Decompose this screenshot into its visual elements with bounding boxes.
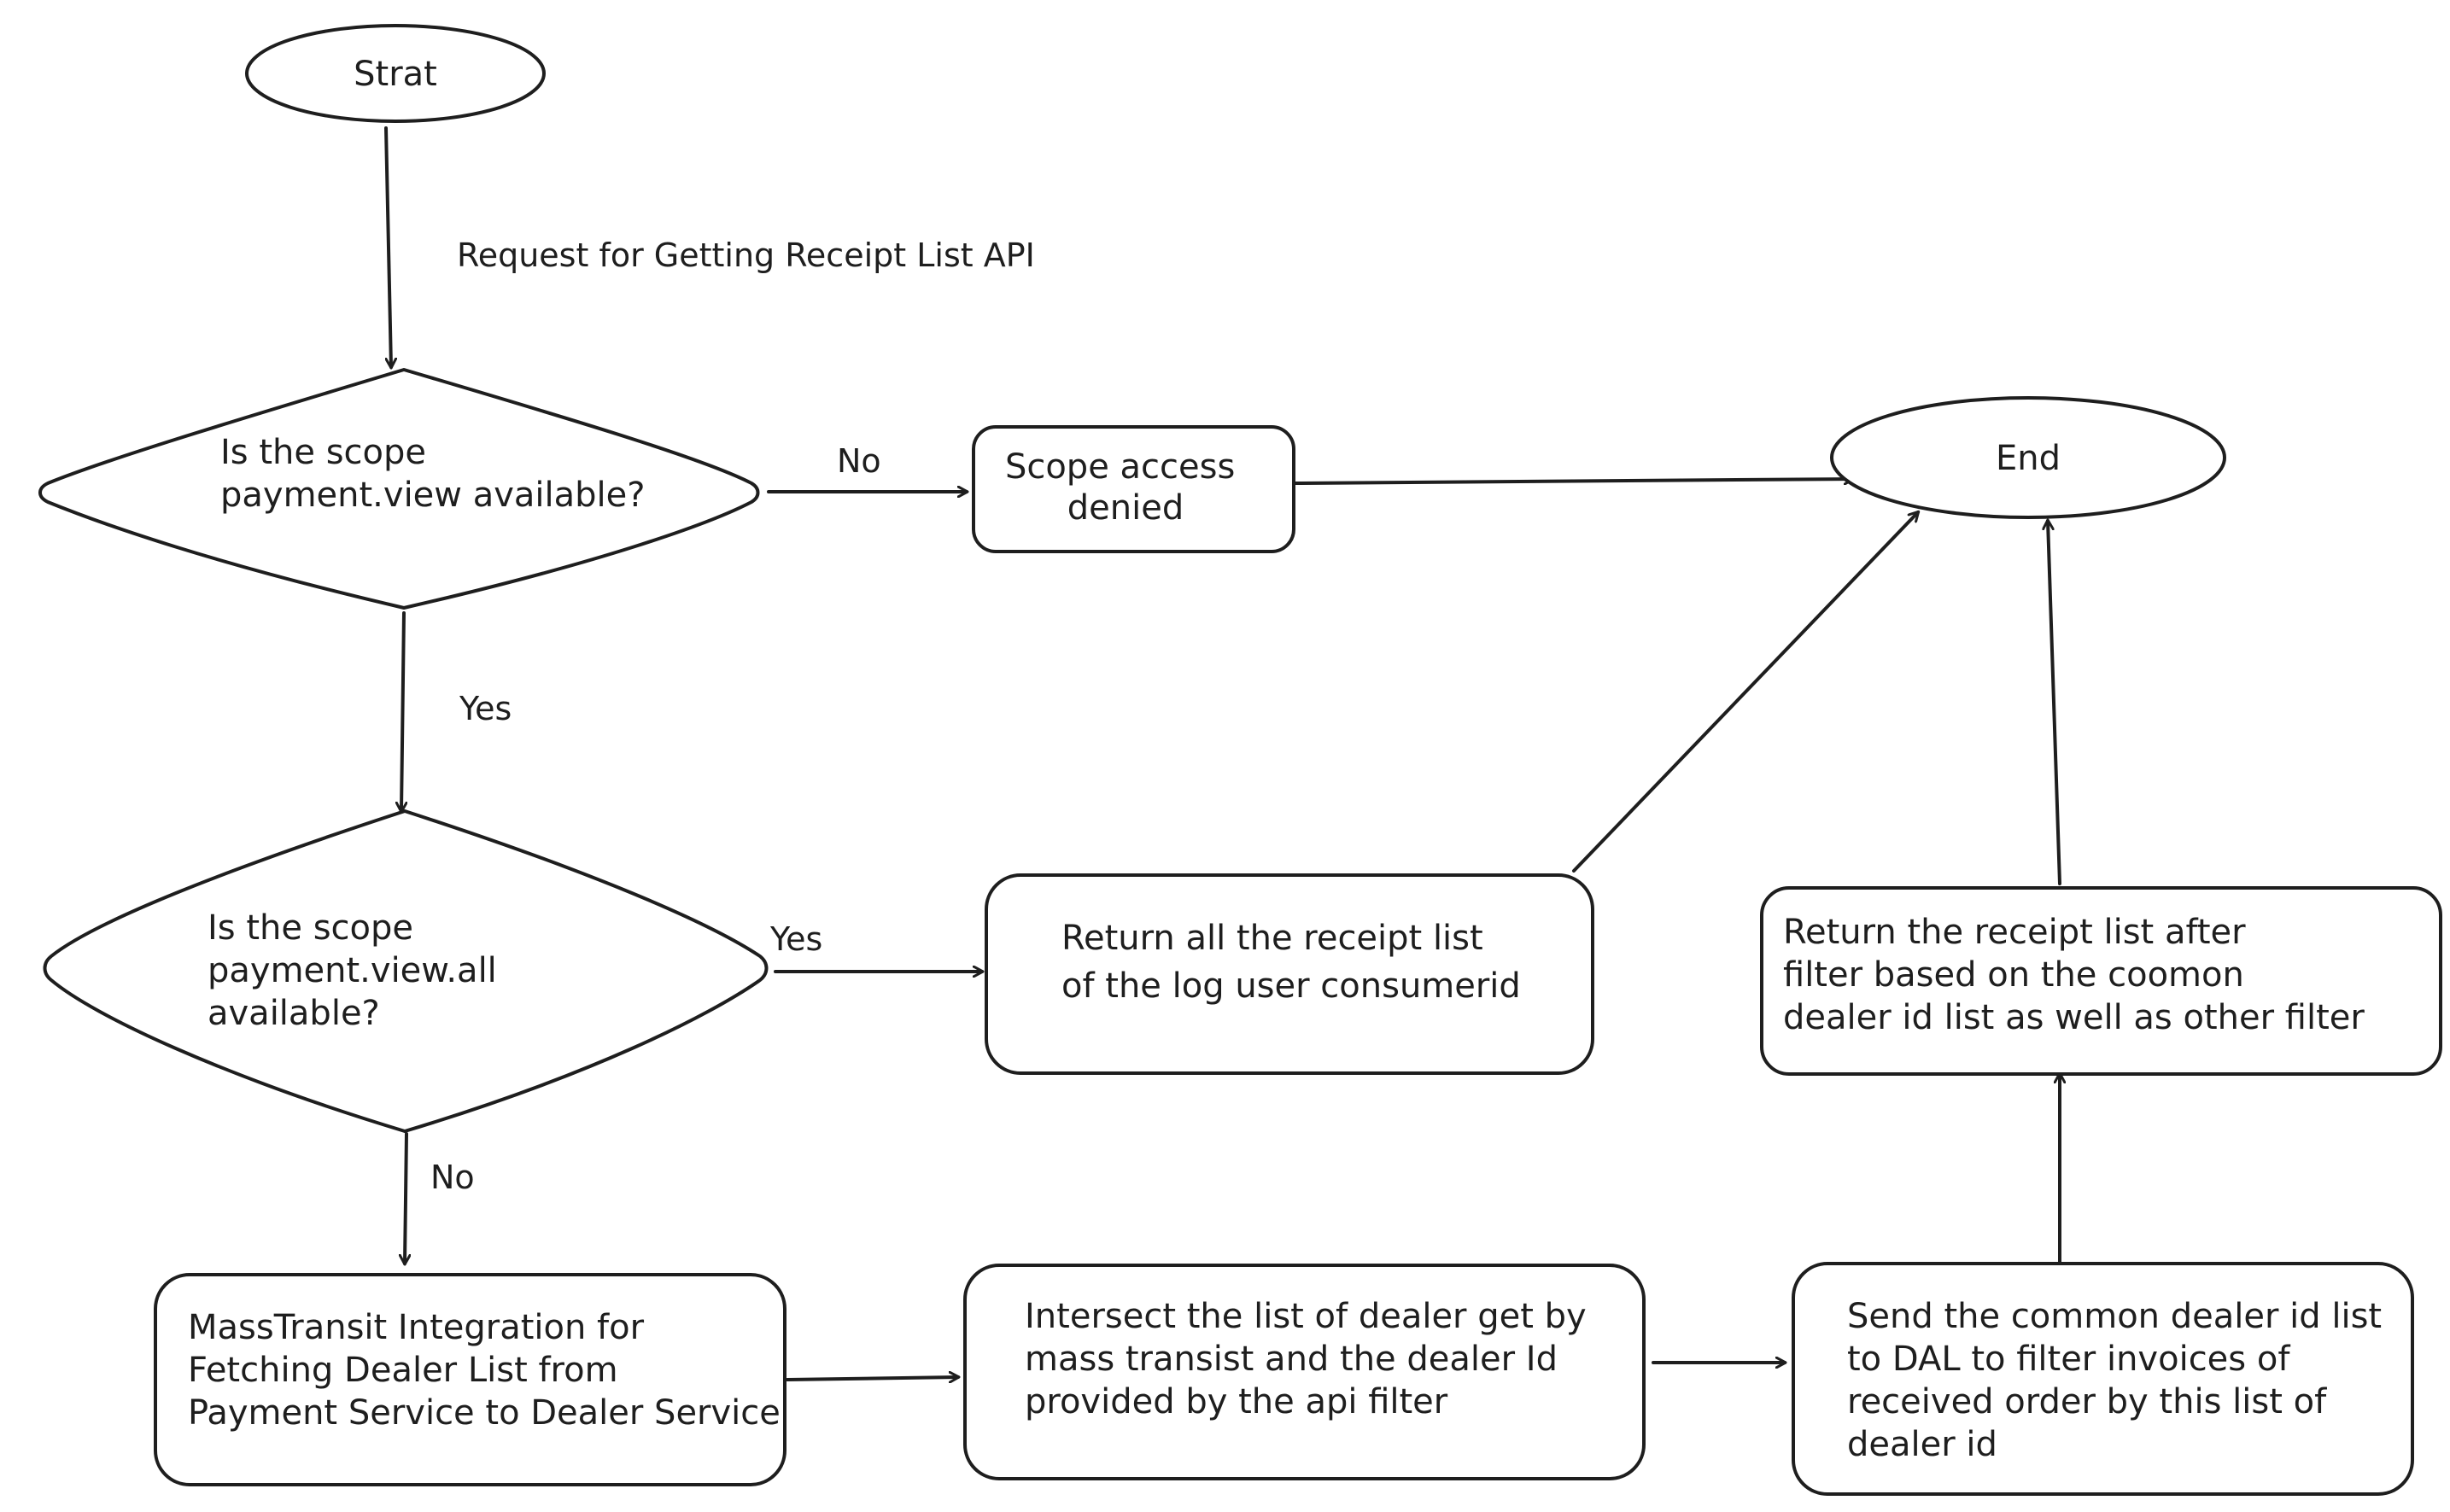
edge-return-all-to-end: [1572, 512, 1918, 873]
edge-scope-check-yes: [401, 611, 404, 811]
scope-view-all-question: Is the scope payment.view.all available?: [208, 908, 508, 1033]
edge-labels: Request for Getting Receipt List API No …: [430, 236, 1035, 1196]
scope-denied-line-1: Scope access: [1005, 447, 1235, 487]
intersect-label: Intersect the list of dealer get by mass…: [1025, 1297, 1597, 1422]
masstransit-line-1: MassTransit Integration for: [188, 1308, 645, 1347]
start-label: Strat: [354, 55, 437, 94]
scope-view-question: Is the scope payment.view available?: [220, 433, 646, 515]
send-dal-label: Send the common dealer id list to DAL to…: [1847, 1297, 2393, 1464]
return-filtered-line-1: Return the receipt list after: [1783, 913, 2246, 952]
return-all-line-1: Return all the receipt list: [1061, 919, 1483, 958]
masstransit-label: MassTransit Integration for Fetching Dea…: [188, 1308, 781, 1433]
scope-view-question-line-2: payment.view available?: [220, 476, 646, 515]
intersect-line-3: provided by the api filter: [1025, 1382, 1448, 1422]
send-dal-node: Send the common dealer id list to DAL to…: [1792, 1262, 2414, 1496]
edges: [384, 126, 2061, 1380]
scope-view-all-question-line-3: available?: [208, 994, 380, 1033]
send-dal-line-1: Send the common dealer id list: [1847, 1297, 2382, 1336]
end-label: End: [1996, 439, 2061, 478]
return-filtered-line-2: filter based on the coomon: [1783, 955, 2244, 995]
masstransit-node: MassTransit Integration for Fetching Dea…: [154, 1273, 786, 1486]
nodes: Strat End Is the scope payment.view avai…: [38, 24, 2442, 1496]
scope-view-question-line-1: Is the scope: [220, 433, 426, 472]
edge-label-yes-2: Yes: [769, 920, 822, 958]
return-filtered-line-3: dealer id list as well as other filter: [1783, 998, 2365, 1037]
return-all-label: Return all the receipt list of the log u…: [1061, 919, 1521, 1006]
start-node: Strat: [245, 24, 546, 123]
edge-label-no-2: No: [430, 1159, 475, 1196]
scope-view-decision: Is the scope payment.view available?: [38, 368, 760, 610]
masstransit-line-2: Fetching Dealer List from: [188, 1351, 618, 1390]
scope-denied-label: Scope access denied: [1005, 447, 1246, 528]
return-all-line-2: of the log user consumerid: [1061, 966, 1521, 1006]
edge-return-filtered-to-end: [2048, 521, 2061, 885]
scope-view-all-question-line-1: Is the scope: [208, 908, 413, 948]
edge-masstransit-to-intersect: [786, 1377, 958, 1380]
return-filtered-node: Return the receipt list after filter bas…: [1760, 886, 2442, 1076]
send-dal-line-3: received order by this list of: [1847, 1382, 2327, 1422]
scope-view-all-decision: Is the scope payment.view.all available?: [43, 809, 769, 1133]
edge-view-all-no: [405, 1132, 406, 1264]
intersect-line-1: Intersect the list of dealer get by: [1025, 1297, 1587, 1336]
intersect-node: Intersect the list of dealer get by mass…: [963, 1264, 1646, 1480]
scope-view-all-question-line-2: payment.view.all: [208, 951, 497, 990]
intersect-line-2: mass transist and the dealer Id: [1025, 1340, 1558, 1379]
edge-label-yes-1: Yes: [459, 690, 512, 727]
masstransit-line-3: Payment Service to Dealer Service: [188, 1393, 781, 1433]
edge-label-no-1: No: [837, 442, 881, 480]
edge-label-request: Request for Getting Receipt List API: [457, 236, 1035, 274]
end-node: End: [1830, 396, 2226, 519]
edge-start-to-scope-check: [384, 126, 391, 367]
return-filtered-label: Return the receipt list after filter bas…: [1783, 913, 2365, 1037]
return-all-node: Return all the receipt list of the log u…: [985, 873, 1594, 1075]
send-dal-line-4: dealer id: [1847, 1425, 1997, 1464]
send-dal-line-2: to DAL to filter invoices of: [1847, 1340, 2290, 1379]
scope-denied-node: Scope access denied: [972, 425, 1295, 553]
scope-denied-line-2: denied: [1067, 488, 1184, 528]
edge-denied-to-end: [1294, 479, 1853, 483]
